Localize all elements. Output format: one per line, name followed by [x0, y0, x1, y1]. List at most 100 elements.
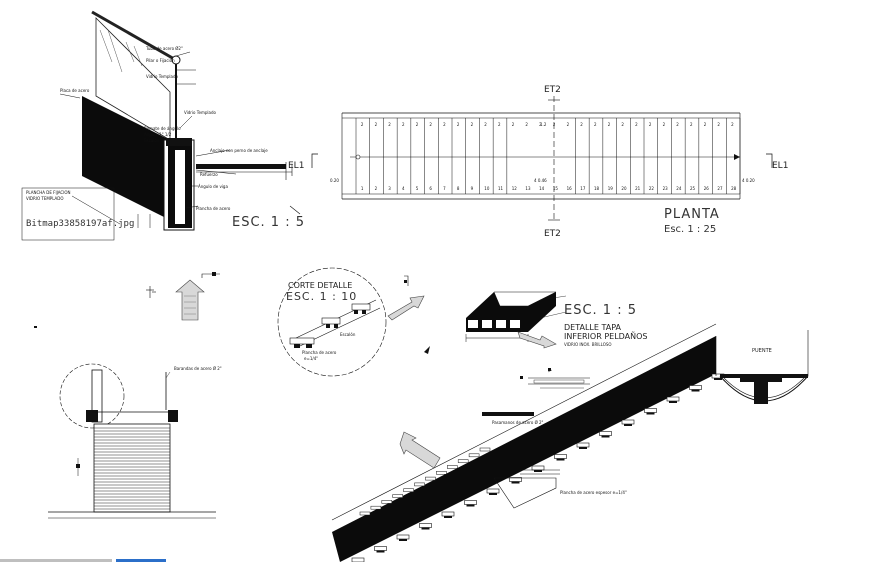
elevation-tread	[666, 396, 680, 402]
detalle-tapa-title-2: INFERIOR PELDAÑOS	[564, 331, 648, 341]
elevation-tread	[576, 442, 590, 448]
front-steps	[94, 427, 170, 510]
elevation-lower-tread	[479, 447, 491, 452]
dim-right: 4 0.20	[742, 178, 755, 183]
label-pasamanos: Pasamanos de acero Ø 2"	[492, 420, 544, 425]
dim-left: 0.20	[330, 178, 339, 183]
elevation-tread	[374, 546, 387, 551]
plan-step-number: 18	[594, 186, 600, 191]
elevation-tread-support	[376, 550, 385, 553]
elevation-tread-support	[421, 527, 430, 530]
plan-step-number: 19	[608, 186, 614, 191]
plan-step-tick: 2	[731, 122, 734, 127]
elevation-lower-tread	[392, 494, 403, 498]
elevation-tread	[599, 431, 612, 436]
plan-step-tick: 2	[649, 122, 652, 127]
elevation-tread-support	[601, 435, 610, 438]
svg-text:e=1/4": e=1/4"	[304, 356, 318, 361]
vidrio-brillo-label: VIDRIO INOX. BRILLOSO	[564, 342, 612, 347]
plan-step-number: 10	[484, 186, 490, 191]
label-plancha-2: VIDRIO TEMPLADO	[26, 196, 64, 201]
label-escalon: Escalón	[144, 138, 160, 143]
elevation-lower-tread	[403, 488, 414, 492]
elevation-tread-support	[489, 493, 497, 495]
plan-step-number: 9	[471, 186, 474, 191]
plan-step-tick: 2	[361, 122, 364, 127]
svg-text:Plancha de acero: Plancha de acero	[302, 350, 337, 355]
status-tab-2[interactable]	[116, 559, 166, 562]
status-tab-1[interactable]	[0, 559, 112, 562]
elevation-tread-support	[579, 447, 587, 449]
scale-1-5-a: ESC. 1 : 5	[232, 215, 305, 230]
elevation-steps	[351, 373, 725, 564]
plan-step-number: 21	[635, 186, 641, 191]
plan-step-number: 17	[580, 186, 586, 191]
elevation-tread-support	[714, 378, 722, 380]
svg-text:Escalón: Escalón	[340, 332, 356, 337]
plan-step-number: 12	[512, 186, 518, 191]
stair-plan-view: 1222324252627282921021121221321421521621…	[311, 85, 788, 239]
stair-stringer-elevation	[332, 336, 716, 562]
label-angulo-viga: Ángulo de viga	[198, 184, 228, 189]
status-strip	[0, 559, 170, 562]
plan-step-tick: 2	[553, 122, 556, 127]
elevation-tread-support	[624, 424, 632, 426]
scale-1-25: Esc. 1 : 25	[664, 224, 716, 235]
plan-step-number: 5	[416, 186, 419, 191]
et2-bottom: ET2	[544, 229, 561, 239]
plan-step-tick: 2	[484, 122, 487, 127]
plan-step-number: 6	[429, 186, 432, 191]
stringer-section	[82, 96, 170, 220]
elevation-tread-support	[556, 458, 565, 461]
dim-top-mid: 1.2	[540, 122, 547, 127]
elevation-lower-tread	[414, 482, 425, 487]
plan-steps: 1222324252627282921021121221321421521621…	[355, 118, 741, 194]
plan-step-number: 23	[663, 186, 669, 191]
plan-step-tick: 2	[704, 122, 707, 127]
plan-step-tick: 2	[676, 122, 679, 127]
label-placa-acero: Placa de acero	[60, 88, 90, 93]
plan-step-number: 16	[567, 186, 573, 191]
plan-step-tick: 2	[621, 122, 624, 127]
el1-right: EL1	[772, 161, 788, 171]
elevation-tread-support	[534, 470, 542, 472]
bitmap-label: Bitmap33858197af.jpg	[26, 219, 134, 229]
label-vidrio-templado-2: Vidrio Templado	[184, 110, 217, 115]
plan-step-number: 13	[525, 186, 531, 191]
detail-circle-left	[59, 363, 125, 429]
plan-step-number: 7	[443, 186, 446, 191]
label-plancha-espesor: Plancha de acero espesor e=1/4"	[560, 490, 627, 495]
label-refuerzo: Refuerzo	[200, 172, 218, 177]
planta-title: PLANTA	[664, 207, 720, 222]
elevation-lower-tread	[359, 511, 371, 516]
elevation-tread-support	[691, 389, 700, 392]
elevation-lower-tread	[468, 453, 480, 458]
plan-step-tick: 2	[608, 122, 611, 127]
north-arrow-1	[34, 272, 220, 328]
plan-step-number: 11	[498, 186, 504, 191]
elevation-tread	[689, 385, 702, 390]
railing-section-detail: Tubo de acero Ø2" Pilar o Fijación Vidri…	[21, 10, 305, 241]
scale-1-5-b: ESC. 1 : 5	[564, 303, 637, 318]
plan-step-tick: 2	[594, 122, 597, 127]
plan-step-tick: 2	[635, 122, 638, 127]
elevation-tread	[464, 500, 477, 505]
elevation-tread	[531, 465, 545, 471]
plan-step-tick: 2	[498, 122, 501, 127]
plan-step-number: 24	[676, 186, 682, 191]
elevation-tread-support	[511, 481, 520, 484]
plan-step-tick: 2	[663, 122, 666, 127]
plan-step-tick: 2	[375, 122, 378, 127]
plan-step-number: 8	[457, 186, 460, 191]
elevation-tread	[419, 523, 432, 528]
label-anclaje: Anclaje con perno de anclaje	[210, 148, 268, 153]
plan-step-tick: 2	[512, 122, 515, 127]
plan-step-number: 4	[402, 186, 405, 191]
plan-step-tick: 2	[402, 122, 405, 127]
elevation-tread-support	[444, 516, 452, 518]
elevation-tread	[441, 511, 455, 517]
label-remate: Remate de ángulo	[144, 126, 181, 131]
elevation-tread-support	[399, 539, 407, 541]
